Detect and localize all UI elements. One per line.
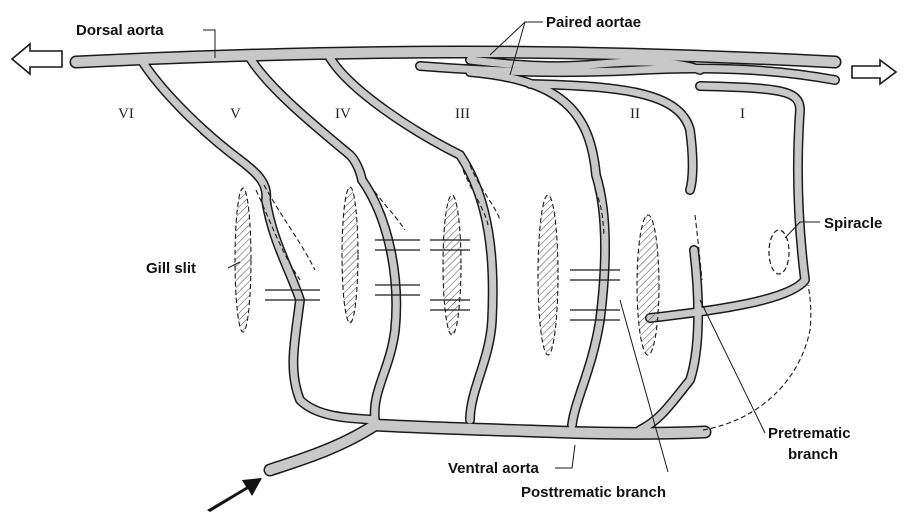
arch-numerals: VI V IV III II I [118, 106, 745, 122]
right-arrow-icon [852, 60, 896, 84]
left-arrow-icon [12, 44, 62, 74]
vessel-segment-fill [650, 86, 805, 318]
vessel-segment-fill [362, 180, 396, 420]
dorsal-aorta-label: Dorsal aorta [76, 22, 164, 39]
gill-slit-label: Gill slit [146, 260, 196, 277]
dashed-vessels [256, 165, 811, 430]
arch-label-iv: IV [335, 106, 351, 122]
vessel-segment-fill [266, 200, 375, 420]
vessel-segment-fill [76, 52, 835, 62]
vessel-segment-outline [266, 200, 375, 420]
spiracle-label: Spiracle [824, 215, 882, 232]
gill-capillary-loops [265, 240, 620, 320]
posttrematic-branch-label: Posttrematic branch [521, 484, 666, 501]
arch-label-ii: II [630, 106, 640, 122]
arch-label-vi: VI [118, 106, 134, 122]
ventral-aorta-label: Ventral aorta [448, 460, 540, 477]
arch-label-v: V [230, 106, 241, 122]
arch-label-iii: III [455, 106, 470, 122]
arch-label-i: I [740, 106, 745, 122]
vessel-segment-fill [140, 58, 266, 200]
paired-aortae-label: Paired aortae [546, 14, 641, 31]
pretrematic-branch-label-line2: branch [788, 446, 838, 463]
pretrematic-branch-label-line1: Pretrematic [768, 425, 851, 442]
inflow-arrow-icon [207, 478, 262, 512]
arch-i-vessel [650, 86, 805, 318]
